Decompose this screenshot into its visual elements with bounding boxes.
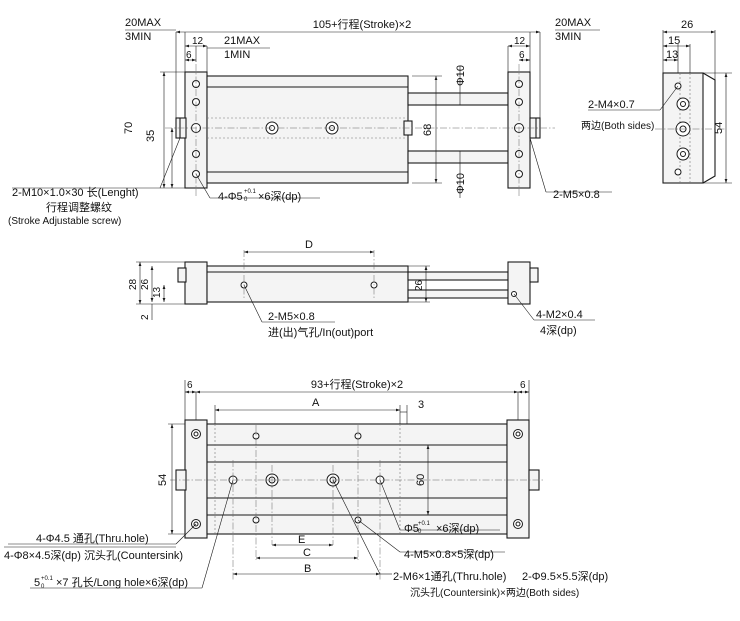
- mid-13: 13: [152, 286, 163, 298]
- top-phi5-tol: +0.1: [244, 189, 257, 195]
- top-guide-rod-upper: [407, 92, 509, 106]
- bot-C: C: [303, 547, 311, 559]
- top-phi5-label: 4-Φ5: [218, 191, 243, 203]
- mid-left-bumper: [177, 267, 187, 283]
- mid-m5-label: 2-M5×0.8: [268, 311, 315, 323]
- bottom-view: 6 6 93+行程(Stroke)×2 A 3 54 60 E C B Φ5 +…: [4, 378, 608, 599]
- top-adjust-cn: 行程调整螺纹: [46, 200, 112, 214]
- bot-long-label: 5: [34, 577, 40, 589]
- top-stroke-dim: 105+行程(Stroke)×2: [313, 18, 411, 31]
- bot-long-tol0: 0: [41, 584, 45, 590]
- mid-26: 26: [140, 278, 151, 290]
- side-54: 54: [713, 122, 725, 134]
- bot-phi5-tol: +0.1: [418, 521, 431, 527]
- top-phi10-lower: Φ10: [455, 173, 467, 194]
- top-main-body: [206, 75, 409, 184]
- top-m10-label: 2-M10×1.0×30 长(Lenght): [12, 186, 139, 199]
- top-r20max: 20MAX: [555, 17, 592, 29]
- top-1min: 1MIN: [224, 49, 250, 61]
- mid-guide-rod-upper: [407, 271, 509, 281]
- side-both-label: 两边(Both sides): [581, 120, 654, 132]
- top-view: 105+行程(Stroke)×2 20MAX 3MIN 20MAX 3MIN 1…: [8, 17, 612, 227]
- bot-long-suffix: ×7 孔长/Long hole×6深(dp): [56, 576, 188, 589]
- top-m5-label: 2-M5×0.8: [553, 189, 600, 201]
- bot-A: A: [312, 397, 320, 409]
- top-6-right: 6: [519, 50, 525, 61]
- bot-E: E: [298, 534, 305, 546]
- bot-cs-label: 4-Φ8×4.5深(dp) 沉头孔(Countersink): [4, 549, 183, 562]
- bot-main-body: [206, 423, 508, 535]
- bot-6-right: 6: [520, 380, 526, 391]
- bot-long-tol: +0.1: [41, 576, 54, 582]
- bot-phi5-suffix: ×6深(dp): [436, 522, 479, 535]
- bot-60: 60: [415, 474, 427, 486]
- top-guide-rod-lower: [407, 150, 509, 164]
- top-phi5-suffix: ×6深(dp): [258, 190, 301, 203]
- mid-left-plate: [184, 261, 208, 305]
- side-view: 26 15 13 54 2-M4×0.7 两边(Both sides): [581, 19, 732, 184]
- bot-stroke-dim: 93+行程(Stroke)×2: [311, 378, 403, 391]
- top-3min: 3MIN: [125, 31, 151, 43]
- side-26: 26: [681, 19, 693, 31]
- side-13: 13: [666, 49, 678, 61]
- bot-phi5-tol0: 0: [418, 529, 422, 535]
- mid-m2dp-label: 4深(dp): [540, 324, 577, 337]
- top-68: 68: [422, 124, 434, 136]
- top-12-right: 12: [514, 36, 526, 47]
- mid-right-plate: [507, 261, 531, 305]
- mid-r26: 26: [414, 279, 425, 291]
- bot-m5-label: 4-M5×0.8×5深(dp): [404, 548, 494, 561]
- mid-m2-label: 4-M2×0.4: [536, 309, 583, 321]
- top-phi10-upper: Φ10: [455, 65, 467, 86]
- bot-6-left: 6: [187, 380, 193, 391]
- top-35: 35: [145, 130, 157, 142]
- mid-port-label: 进(出)气孔/In(out)port: [268, 325, 373, 339]
- top-phi5-tol0: 0: [244, 197, 248, 203]
- mid-main-body: [206, 265, 409, 303]
- bot-54: 54: [157, 474, 169, 486]
- side-15: 15: [668, 35, 680, 47]
- top-70: 70: [123, 122, 135, 134]
- bot-m6-label: 2-M6×1通孔(Thru.hole): [393, 570, 506, 583]
- mid-28: 28: [128, 278, 139, 290]
- top-r3min: 3MIN: [555, 31, 581, 43]
- top-12-left: 12: [192, 36, 204, 47]
- middle-view: D 28 26 13 2 26 2-M5×0.8 进(出)气孔/In(out)p…: [128, 239, 595, 339]
- mid-right-bumper: [529, 267, 539, 283]
- bot-3: 3: [418, 399, 424, 411]
- bot-thru-label: 4-Φ4.5 通孔(Thru.hole): [36, 532, 149, 545]
- bot-phi95-label: 2-Φ9.5×5.5深(dp): [522, 570, 608, 583]
- mid-2: 2: [140, 314, 151, 320]
- top-adjust-en: (Stroke Adjustable screw): [8, 216, 121, 227]
- top-6-left: 6: [186, 50, 192, 61]
- bot-phi5-label: Φ5: [404, 523, 419, 535]
- bot-B: B: [304, 563, 311, 575]
- bot-cs2-label: 沉头孔(Countersink)×两边(Both sides): [410, 586, 579, 599]
- top-20max: 20MAX: [125, 17, 162, 29]
- mid-D: D: [305, 239, 313, 251]
- top-21max: 21MAX: [224, 35, 261, 47]
- side-m4-label: 2-M4×0.7: [588, 99, 635, 111]
